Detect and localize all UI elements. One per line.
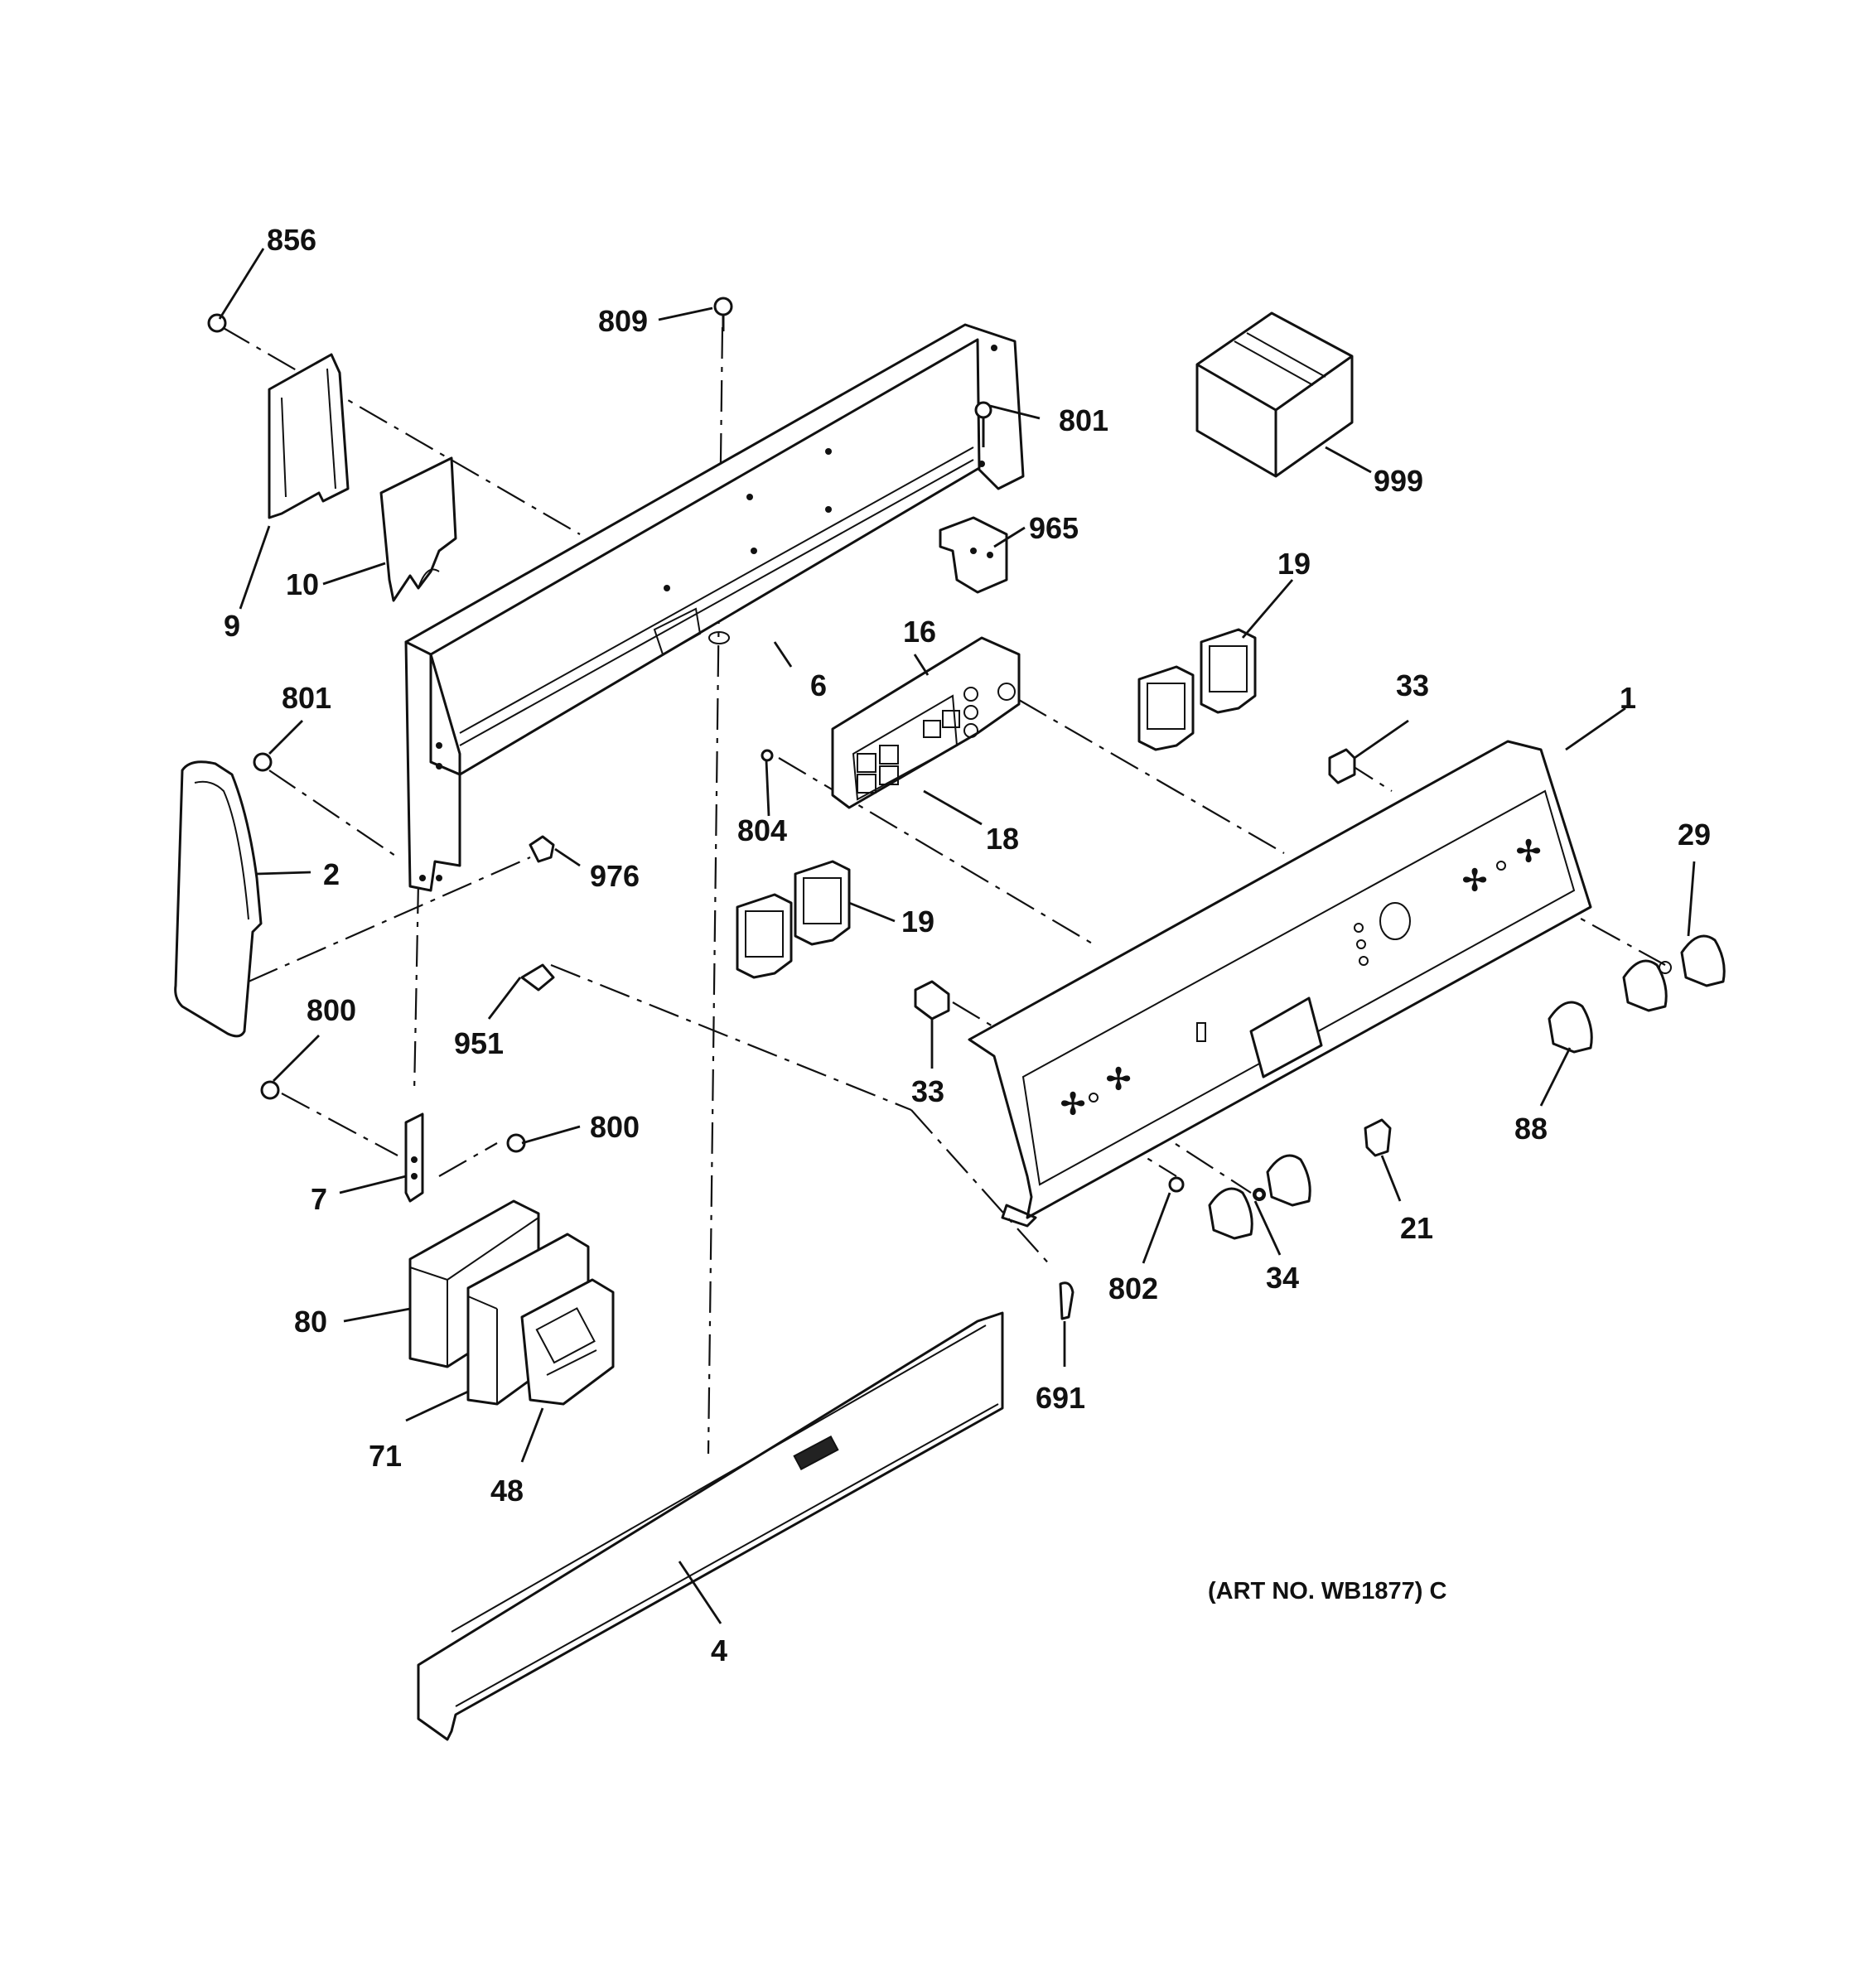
part-9-side-bracket xyxy=(268,353,350,519)
callout-33-lower: 33 xyxy=(911,1074,944,1108)
callout-809: 809 xyxy=(598,304,648,338)
fasteners xyxy=(207,297,1265,1320)
part-16-control-board xyxy=(831,636,1021,809)
callout-999: 999 xyxy=(1374,464,1423,498)
callout-19-lower: 19 xyxy=(901,905,934,939)
callout-33-upper: 33 xyxy=(1396,668,1429,702)
callout-7: 7 xyxy=(311,1182,327,1216)
callout-800-lower: 800 xyxy=(590,1110,640,1144)
callout-48: 48 xyxy=(490,1474,524,1508)
part-6-backsplash-frame xyxy=(404,323,1025,892)
part-999-box xyxy=(1195,311,1354,478)
part-48-transformer xyxy=(520,1278,615,1406)
svg-text:✢: ✢ xyxy=(1462,863,1487,897)
part-7-bracket xyxy=(404,1112,424,1203)
callout-691: 691 xyxy=(1036,1381,1085,1415)
callout-804: 804 xyxy=(737,813,787,847)
callout-965: 965 xyxy=(1029,511,1079,545)
leader-lines xyxy=(218,248,1696,1624)
part-10-clip-bracket xyxy=(379,456,457,602)
callout-6: 6 xyxy=(810,668,827,702)
callout-29: 29 xyxy=(1678,818,1711,852)
svg-text:✢: ✢ xyxy=(1106,1062,1131,1096)
callout-802: 802 xyxy=(1108,1271,1158,1305)
svg-text:✢: ✢ xyxy=(1516,834,1541,868)
part-1-control-panel: ✢ ✢ ✢ ✢ xyxy=(968,740,1592,1228)
knobs xyxy=(1208,934,1726,1240)
callout-10: 10 xyxy=(286,567,319,601)
part-2-end-cap xyxy=(174,760,263,1038)
callout-4: 4 xyxy=(711,1633,727,1667)
svg-text:✢: ✢ xyxy=(1060,1087,1085,1121)
callout-80: 80 xyxy=(294,1305,327,1339)
callout-801-left: 801 xyxy=(282,681,331,715)
part-21-clip xyxy=(1364,1118,1392,1157)
callout-19-upper: 19 xyxy=(1277,547,1311,581)
part-4-lower-trim xyxy=(417,1311,1004,1741)
callout-2: 2 xyxy=(323,857,340,891)
part-19-switches-lower xyxy=(736,860,851,979)
callout-21: 21 xyxy=(1400,1211,1433,1245)
callout-16: 16 xyxy=(903,615,936,649)
callout-18: 18 xyxy=(986,822,1019,856)
callout-34: 34 xyxy=(1266,1261,1299,1295)
callout-856: 856 xyxy=(267,223,316,257)
callout-951: 951 xyxy=(454,1026,504,1060)
callout-88: 88 xyxy=(1514,1112,1548,1146)
callout-801-upper: 801 xyxy=(1059,403,1108,437)
art-number: (ART NO. WB1877) C xyxy=(1208,1578,1446,1604)
callout-800-upper: 800 xyxy=(307,993,356,1027)
callout-71: 71 xyxy=(369,1439,402,1473)
part-33-connector-upper xyxy=(1328,748,1356,784)
part-33-connector-lower xyxy=(914,980,950,1021)
part-19-switches-upper xyxy=(1137,628,1257,751)
callout-9: 9 xyxy=(224,609,240,643)
callout-976: 976 xyxy=(590,859,640,893)
callout-labels: 856 809 801 999 965 9 10 16 19 6 33 1 80… xyxy=(224,223,1711,1667)
part-965-bracket xyxy=(939,516,1008,594)
callout-1: 1 xyxy=(1620,681,1636,715)
